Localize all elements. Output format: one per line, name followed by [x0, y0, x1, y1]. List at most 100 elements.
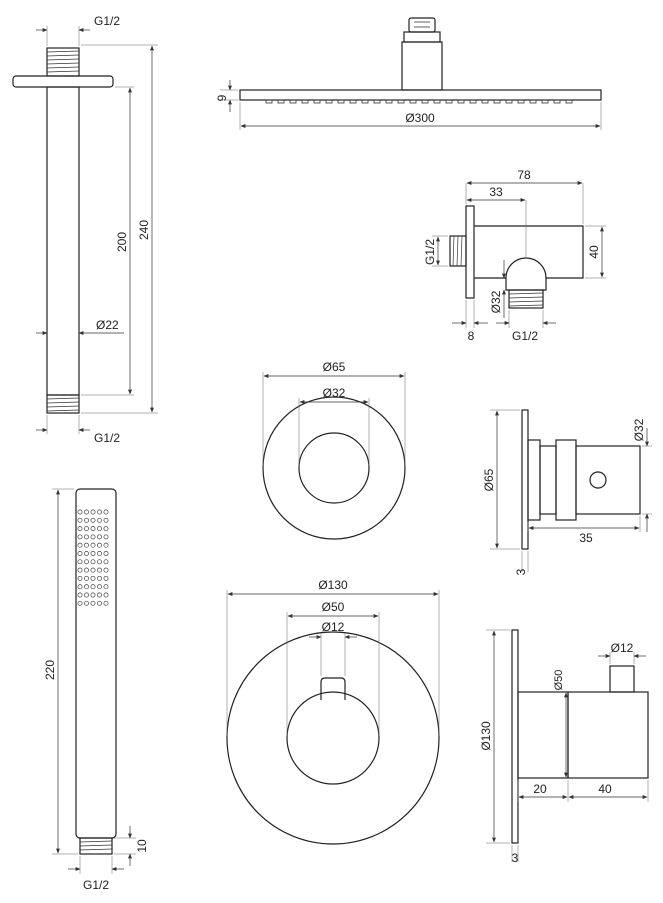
elbow-wall-plate: [465, 205, 475, 299]
diverter-front-plate: [262, 396, 406, 540]
nozzle-hole: [103, 517, 109, 523]
nozzle-hole: [77, 551, 83, 556]
rain-head-view: 9 Ø300: [215, 17, 602, 130]
nozzle: [373, 99, 381, 104]
nozzle: [541, 99, 549, 104]
arm-top-thread: [46, 47, 80, 77]
elbow-inlet-thread: [449, 235, 467, 267]
nozzle: [349, 99, 357, 104]
nozzle-hole: [103, 534, 109, 540]
arm-thread-bottom-label: G1/2: [94, 431, 120, 445]
nozzle: [421, 99, 429, 104]
rain-head-thickness-label: 9: [215, 94, 229, 101]
nozzle-hole: [97, 534, 102, 540]
nozzle-hole: [84, 567, 89, 573]
nozzle-hole: [77, 517, 83, 523]
elbow-depth-inner-label: 33: [489, 185, 503, 199]
hand-shower-handle: [75, 488, 117, 839]
elbow-depth-total-label: 78: [517, 168, 531, 182]
nozzle-hole: [77, 559, 83, 565]
thermostat-front-view: Ø130 Ø50 Ø12: [226, 578, 440, 845]
diverter-front-view: Ø65 Ø32: [262, 360, 406, 540]
nozzle-hole: [84, 600, 89, 606]
nozzle-hole: [77, 600, 83, 606]
arm-bottom-thread: [46, 394, 80, 414]
nozzle: [445, 99, 453, 104]
elbow-thread-out-label: G1/2: [512, 329, 538, 343]
nozzle-hole: [84, 559, 89, 565]
elbow-outlet-diameter-label: Ø32: [489, 290, 503, 313]
nozzle-hole: [103, 584, 109, 590]
nozzle-hole: [103, 509, 109, 515]
nozzle-hole: [97, 600, 102, 606]
nozzle-hole: [77, 509, 83, 515]
nozzle-hole: [97, 509, 102, 515]
diverter-side-plate: [521, 409, 529, 550]
diverter-side-body-label: Ø32: [632, 418, 646, 441]
nozzle-hole: [103, 567, 109, 573]
arm-diameter-label: Ø22: [96, 318, 119, 332]
thermostat-front-knob-label: Ø50: [322, 600, 345, 614]
hand-shower-nozzles: [77, 509, 109, 606]
nozzle-hole: [97, 542, 102, 548]
thermostat-front-plate: [226, 631, 440, 845]
nozzle-hole: [84, 534, 89, 540]
nozzle-hole: [90, 575, 96, 581]
elbow-outlet-thread: [508, 289, 544, 309]
diverter-front-inner-label: Ø32: [323, 386, 346, 400]
nozzle-hole: [103, 559, 109, 565]
nozzle: [565, 99, 573, 104]
nozzle: [265, 99, 273, 104]
nozzle-hole: [90, 600, 96, 606]
nozzle-hole: [84, 584, 89, 590]
hand-shower-thread-label: G1/2: [83, 878, 109, 892]
nozzle: [481, 99, 489, 104]
nozzle: [337, 99, 345, 104]
nozzle-hole: [103, 551, 109, 556]
nozzle-hole: [103, 526, 109, 532]
shower-arm-view: G1/2 240 200 Ø22 G1/2: [12, 14, 158, 445]
rain-head-plate: [239, 89, 602, 101]
nozzle-hole: [84, 551, 89, 556]
nozzle-hole: [97, 592, 102, 598]
thermostat-front-plate-label: Ø130: [318, 578, 348, 592]
arm-ceiling-flange: [12, 75, 114, 88]
thermostat-side-view: Ø130 Ø50 Ø12 20 40 3: [479, 629, 649, 865]
nozzle-hole: [90, 526, 96, 532]
nozzle-hole: [84, 517, 89, 523]
rain-head-connector: [401, 17, 443, 91]
nozzle: [553, 99, 561, 104]
nozzle: [397, 99, 405, 104]
nozzle-hole: [84, 526, 89, 532]
nozzle: [505, 99, 513, 104]
nozzle-hole: [90, 559, 96, 565]
diverter-side-depth-label: 35: [579, 531, 593, 545]
nozzle-hole: [97, 526, 102, 532]
nozzle-hole: [103, 575, 109, 581]
nozzle-hole: [77, 584, 83, 590]
nozzle-hole: [84, 592, 89, 598]
hand-shower-view: 220 10 G1/2: [43, 488, 149, 892]
nozzle-hole: [77, 534, 83, 540]
rain-head-diameter-label: Ø300: [405, 111, 435, 125]
thermostat-front-stem: [320, 677, 346, 700]
nozzle: [529, 99, 537, 104]
thermostat-side-plate-label: Ø130: [479, 721, 493, 751]
thermostat-front-stem-label: Ø12: [322, 620, 345, 634]
elbow-body: [474, 225, 584, 291]
nozzle: [313, 99, 321, 104]
nozzle: [469, 99, 477, 104]
nozzle: [409, 99, 417, 104]
nozzle: [277, 99, 285, 104]
thermostat-side-body: [517, 665, 649, 779]
nozzle-hole: [90, 517, 96, 523]
nozzle: [301, 99, 309, 104]
diverter-side-plate-label: Ø65: [482, 468, 496, 491]
nozzle-hole: [103, 542, 109, 548]
nozzle-hole: [90, 551, 96, 556]
wall-elbow-view: 78 33 40 G1/2 Ø32 8 G1/2: [423, 168, 606, 343]
nozzle-hole: [77, 526, 83, 532]
diverter-side-plate-thickness-label: 3: [514, 568, 528, 575]
rain-head-nozzles: [265, 99, 573, 104]
thermostat-side-body-depth-label: 20: [533, 782, 547, 796]
